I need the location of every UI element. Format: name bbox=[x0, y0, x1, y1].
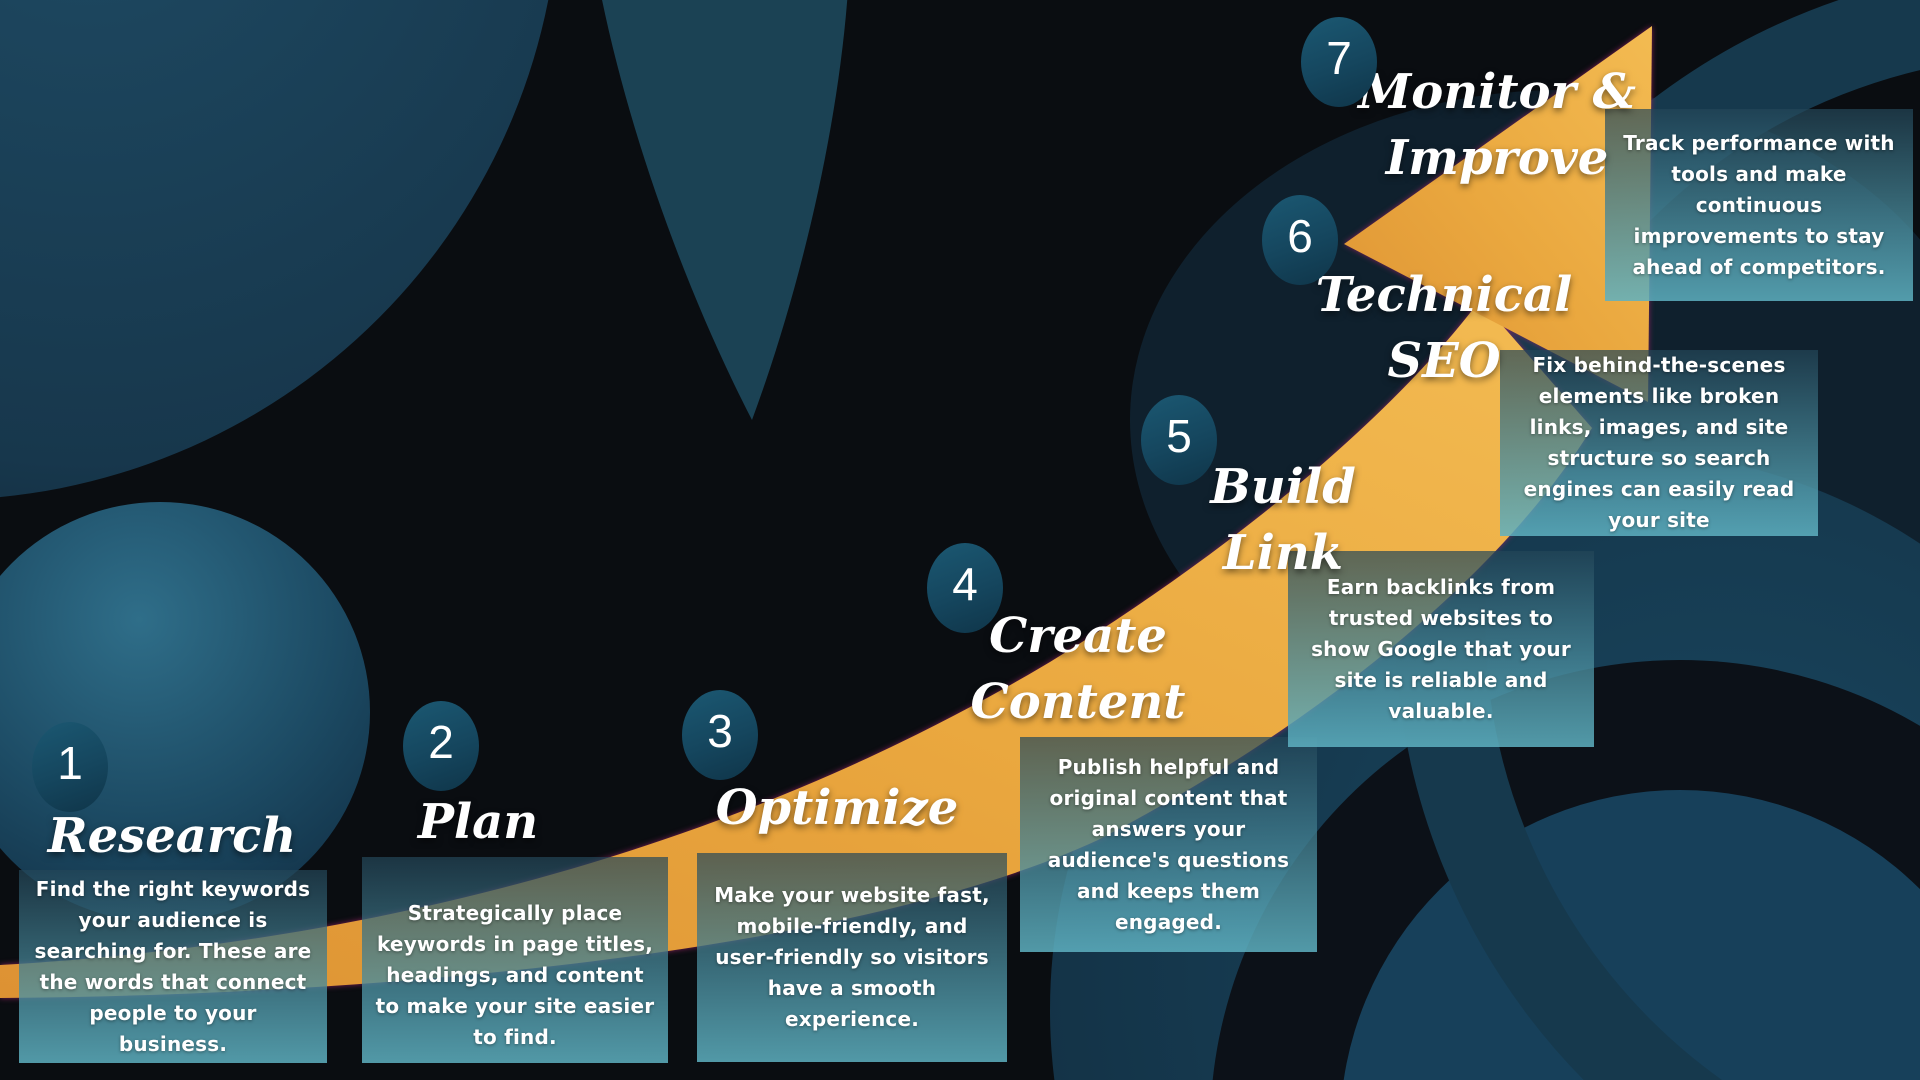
step-3-number-badge: 3 bbox=[682, 690, 758, 780]
bg-wedge bbox=[602, 0, 848, 420]
step-5-description: Earn backlinks from trusted websites to … bbox=[1288, 551, 1594, 747]
step-1-title: Research bbox=[47, 808, 297, 864]
step-4-title: Create Content bbox=[970, 608, 1186, 730]
step-7-number-badge: 7 bbox=[1301, 17, 1377, 107]
step-7-description: Track performance with tools and make co… bbox=[1605, 109, 1913, 301]
step-4-number-badge: 4 bbox=[927, 543, 1003, 633]
step-6-title: Technical SEO bbox=[1315, 267, 1573, 389]
bg-circle-topleft bbox=[0, 0, 549, 497]
bg-circle-bottomleft bbox=[0, 502, 370, 922]
step-2-title: Plan bbox=[417, 794, 539, 850]
step-3-description: Make your website fast, mobile-friendly,… bbox=[697, 853, 1007, 1062]
step-2-number-badge: 2 bbox=[403, 701, 479, 791]
step-1-description: Find the right keywords your audience is… bbox=[19, 870, 327, 1063]
step-7-title: Monitor & Improve bbox=[1358, 64, 1636, 186]
step-5-title: Build Link bbox=[1210, 459, 1356, 581]
step-6-number-badge: 6 bbox=[1262, 195, 1338, 285]
step-3-title: Optimize bbox=[715, 780, 959, 836]
step-1-number-badge: 1 bbox=[32, 722, 108, 812]
step-6-description: Fix behind-the-scenes elements like brok… bbox=[1500, 350, 1818, 536]
growth-arrow-head bbox=[1344, 26, 1652, 402]
step-5-number-badge: 5 bbox=[1141, 395, 1217, 485]
step-4-description: Publish helpful and original content tha… bbox=[1020, 737, 1317, 952]
step-2-description: Strategically place keywords in page tit… bbox=[362, 857, 668, 1063]
